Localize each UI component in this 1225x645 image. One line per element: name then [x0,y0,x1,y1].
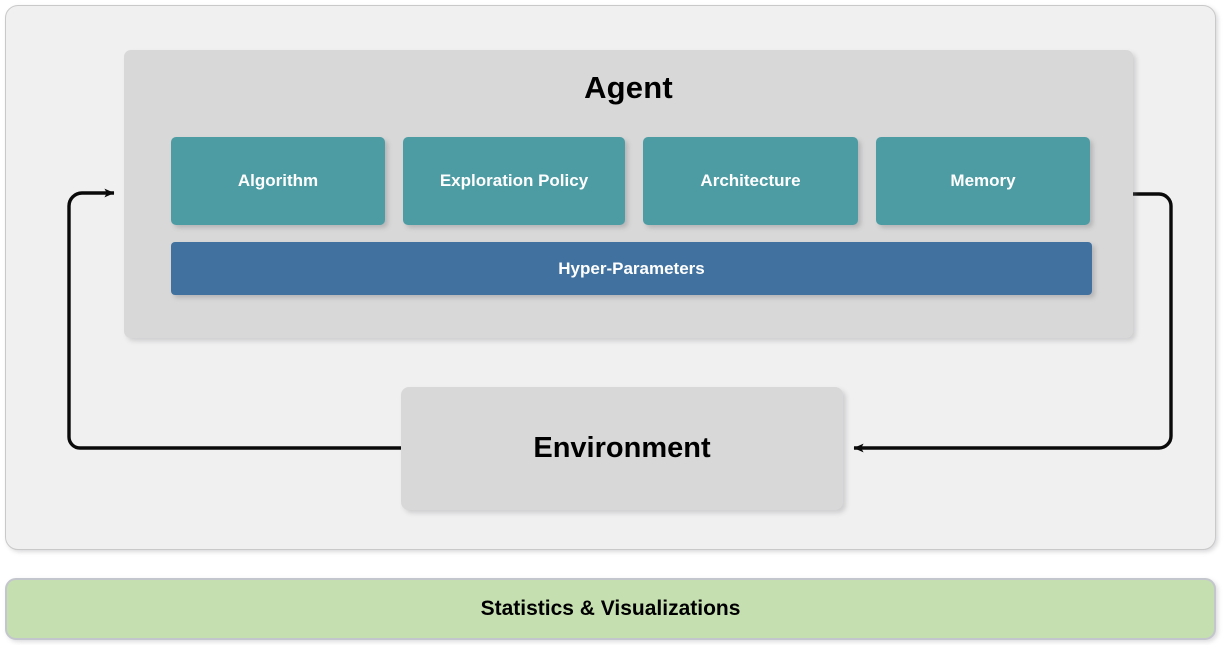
agent-component-architecture[interactable]: Architecture [643,137,858,225]
agent-component-memory[interactable]: Memory [876,137,1090,225]
agent-title: Agent [584,70,673,105]
statistics-and-visualizations-bar[interactable]: Statistics & Visualizations [5,578,1216,640]
agent-component-row: Algorithm Exploration Policy Architectur… [171,137,1092,225]
agent-component-algorithm[interactable]: Algorithm [171,137,385,225]
hyper-parameters-bar[interactable]: Hyper-Parameters [171,242,1092,295]
agent-component-exploration-policy[interactable]: Exploration Policy [403,137,625,225]
environment-box[interactable]: Environment [401,387,843,510]
agent-panel: Agent Algorithm Exploration Policy Archi… [124,50,1133,338]
